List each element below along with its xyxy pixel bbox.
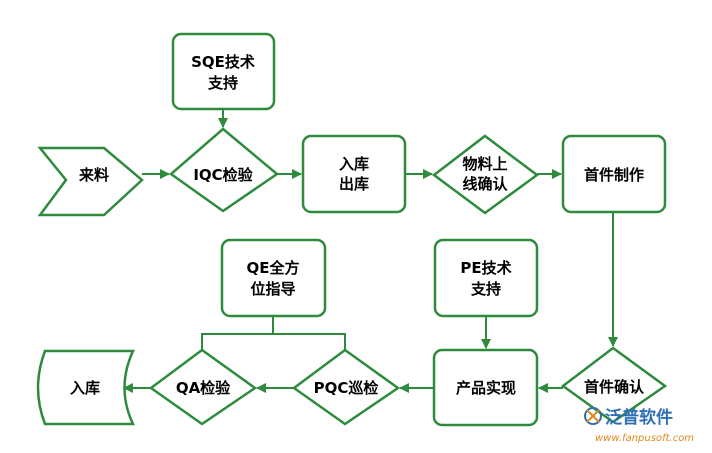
product-realization-label: 产品实现 <box>456 379 516 397</box>
pe-support-box <box>433 238 539 318</box>
qe-guidance-label-line1: QE全方 <box>247 259 300 277</box>
qa-inspection-diamond <box>148 348 258 426</box>
sqe-support-label-line2: 支持 <box>207 74 238 92</box>
first-article-confirm-diamond <box>560 346 668 424</box>
pe-support-label-line2: 支持 <box>470 280 501 298</box>
final-storage-label: 入库 <box>70 379 100 397</box>
fanpu-logo-icon <box>584 407 602 425</box>
final-storage-shape <box>36 349 135 426</box>
watermark: 泛普软件 www.fanpusoft.com <box>584 407 694 444</box>
material-line-confirm-diamond <box>431 134 540 215</box>
iqc-inspection-label: IQC检验 <box>193 166 253 184</box>
pqc-patrol-diamond <box>291 348 401 426</box>
qa-inspection-label: QA检验 <box>176 379 231 397</box>
warehousing-label-line1: 入库 <box>339 155 369 173</box>
watermark-name: 泛普软件 <box>605 407 673 428</box>
warehousing-box <box>301 134 407 214</box>
watermark-url: www.fanpusoft.com <box>595 433 694 444</box>
material-confirm-label-line1: 物料上 <box>462 155 507 173</box>
iqc-inspection-diamond <box>168 127 280 213</box>
qe-guidance-bracket <box>201 333 346 350</box>
warehousing-label-line2: 出库 <box>339 175 369 193</box>
sqe-support-box <box>171 32 276 111</box>
first-article-production-label: 首件制作 <box>584 166 644 184</box>
material-confirm-label-line2: 线确认 <box>462 175 508 193</box>
qe-guidance-label-line2: 位指导 <box>250 280 295 298</box>
first-article-confirm-label: 首件确认 <box>584 378 645 396</box>
incoming-material-label: 来料 <box>78 166 109 184</box>
pe-support-label-line1: PE技术 <box>460 259 511 277</box>
sqe-support-label-line1: SQE技术 <box>191 53 255 71</box>
pqc-patrol-label: PQC巡检 <box>314 379 379 397</box>
incoming-material-shape <box>37 146 144 217</box>
qe-guidance-box <box>220 238 327 318</box>
